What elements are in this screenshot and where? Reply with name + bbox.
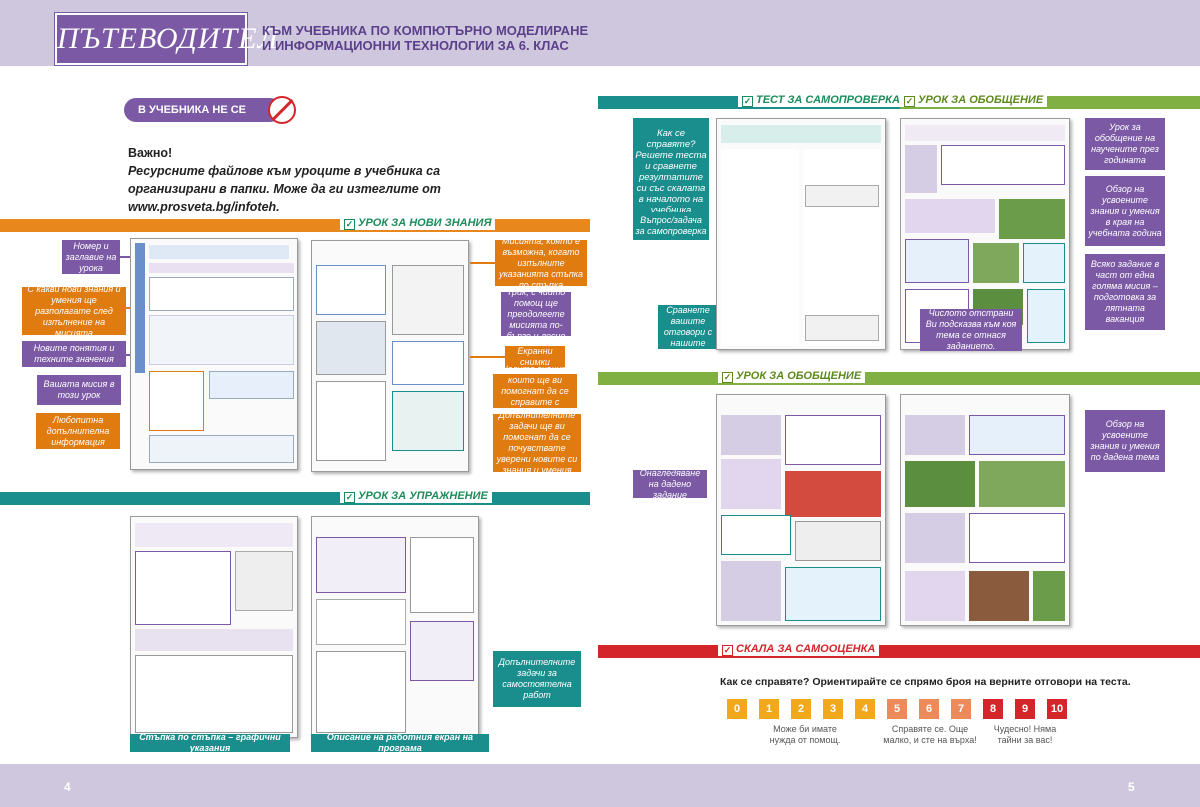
callout-screenshots: Екранни снимки xyxy=(505,346,565,368)
callout-extra-tasks: Допълнителните задачи ще ви помогнат да … xyxy=(493,410,581,475)
section-band-practice: ✓УРОК ЗА УПРАЖНЕНИЕ xyxy=(0,490,590,505)
callout-compare: Сравнете вашите отговори с нашите xyxy=(658,305,718,349)
lesson-thumbnail-right xyxy=(311,240,469,472)
label-step-by-step: Стъпка по стъпка – графични указания xyxy=(130,732,290,753)
scale-cell: 7 xyxy=(951,699,971,719)
callout-illustrate: Онагледяване на дадено задание xyxy=(633,468,707,500)
callout-mission: Вашата мисия в този урок xyxy=(37,375,121,405)
callout-extra-info: Любопитна допълнителна информация xyxy=(36,413,120,449)
page-number-right: 5 xyxy=(1128,780,1135,794)
connector xyxy=(470,356,505,358)
scale-caption-low: Може би имате нужда от помощ. xyxy=(769,724,841,745)
section-label-new: ✓УРОК ЗА НОВИ ЗНАНИЯ xyxy=(340,217,496,230)
callout-self-work: Допълнителните задачи за самостоятелна р… xyxy=(493,651,581,707)
guide-logo: ПЪТЕВОДИТЕЛ xyxy=(55,13,278,65)
label-work-screen: Описание на работния екран на програма xyxy=(311,732,489,753)
scale-cell: 5 xyxy=(887,699,907,719)
callout-side-number: Числото отстрани Ви подсказва към коя те… xyxy=(920,308,1022,351)
callout-concepts: Новите понятия и техните значения xyxy=(22,341,126,367)
no-write-icon xyxy=(268,96,296,124)
callout-new-knowledge: Новите знания, които ще ви помогнат да с… xyxy=(493,364,577,418)
callout-lesson-title: Номер и заглавие на урока xyxy=(62,240,120,274)
practice-thumbnail-left xyxy=(130,516,298,738)
scale-cell: 4 xyxy=(855,699,875,719)
checkbox-icon: ✓ xyxy=(344,219,355,230)
connector xyxy=(120,256,134,258)
important-text: Ресурсните файлове към уроците в учебник… xyxy=(128,164,441,214)
section-band-test-part: ✓ТЕСТ ЗА САМОПРОВЕРКА xyxy=(598,94,904,109)
test-thumbnail xyxy=(716,118,886,350)
scale-cell: 3 xyxy=(823,699,843,719)
checkbox-icon: ✓ xyxy=(722,372,733,383)
callout-mission-possible: Мисията, която е възможна, когато изпълн… xyxy=(495,236,587,290)
section-band-review-mid: ✓УРОК ЗА ОБОБЩЕНИЕ xyxy=(598,370,1200,385)
scale-cell: 10 xyxy=(1047,699,1067,719)
section-label-test-dup: ✓ТЕСТ ЗА САМОПРОВЕРКА xyxy=(738,94,904,107)
checkbox-icon: ✓ xyxy=(904,96,915,107)
scale-cell: 1 xyxy=(759,699,779,719)
callout-how-doing: Как се справяте? Решете теста и сравнете… xyxy=(633,118,709,226)
scale-cell: 6 xyxy=(919,699,939,719)
scale-cell: 0 xyxy=(727,699,747,719)
practice-thumbnail-right xyxy=(311,516,479,738)
callout-skills: С какви нови знания и умения ще разполаг… xyxy=(22,284,126,338)
scale-question: Как се справяте? Ориентирайте се спрямо … xyxy=(720,676,1131,688)
review-thumbnail-left xyxy=(716,394,886,626)
important-note: Важно! Ресурсните файлове към уроците в … xyxy=(128,144,468,216)
review-thumbnail-right xyxy=(900,394,1070,626)
section-label-scale: ✓СКАЛА ЗА САМООЦЕНКА xyxy=(718,643,880,656)
checkbox-icon: ✓ xyxy=(722,645,733,656)
callout-question: Въпрос/задача за самопроверка xyxy=(633,212,709,240)
header-title-line1: КЪМ УЧЕБНИКА ПО КОМПЮТЪРНО МОДЕЛИРАНЕ xyxy=(262,23,589,38)
checkbox-icon: ✓ xyxy=(742,96,753,107)
callout-overview-year: Обзор на усвоените знания и умения в кра… xyxy=(1085,176,1165,246)
important-title: Важно! xyxy=(128,146,173,160)
callout-trick: Трик, с чиито помощ ще преодолеете мисия… xyxy=(501,287,571,341)
scale-caption-mid: Справяте се. Още малко, и сте на върха! xyxy=(883,724,977,745)
connector xyxy=(470,262,495,264)
checkbox-icon: ✓ xyxy=(344,492,355,503)
callout-review-year: Урок за обобщение на научените през годи… xyxy=(1085,118,1165,170)
callout-summer-mission: Всяко задание в част от една голяма миси… xyxy=(1085,254,1165,330)
section-label-review-top-2: ✓УРОК ЗА ОБОБЩЕНИЕ xyxy=(900,94,1048,107)
scale-caption-high: Чудесно! Няма тайни за вас! xyxy=(993,724,1057,745)
scale-cell: 9 xyxy=(1015,699,1035,719)
page-number-left: 4 xyxy=(64,780,71,794)
lesson-thumbnail-left xyxy=(130,238,298,470)
footer-band xyxy=(0,764,1200,807)
section-band-new: ✓УРОК ЗА НОВИ ЗНАНИЯ xyxy=(0,217,590,232)
no-write-pill: В УЧЕБНИКА НЕ СЕ ПИШЕ! xyxy=(124,98,282,140)
section-band-scale: ✓СКАЛА ЗА САМООЦЕНКА xyxy=(598,643,1200,658)
section-label-practice: ✓УРОК ЗА УПРАЖНЕНИЕ xyxy=(340,490,492,503)
header-title: КЪМ УЧЕБНИКА ПО КОМПЮТЪРНО МОДЕЛИРАНЕ И … xyxy=(262,23,592,53)
scale-cell: 2 xyxy=(791,699,811,719)
callout-overview-topic: Обзор на усвоените знания и умения по да… xyxy=(1085,410,1165,472)
section-label-review-mid: ✓УРОК ЗА ОБОБЩЕНИЕ xyxy=(718,370,866,383)
scale-cell: 8 xyxy=(983,699,1003,719)
header-title-line2: И ИНФОРМАЦИОННИ ТЕХНОЛОГИИ ЗА 6. КЛАС xyxy=(262,38,569,53)
